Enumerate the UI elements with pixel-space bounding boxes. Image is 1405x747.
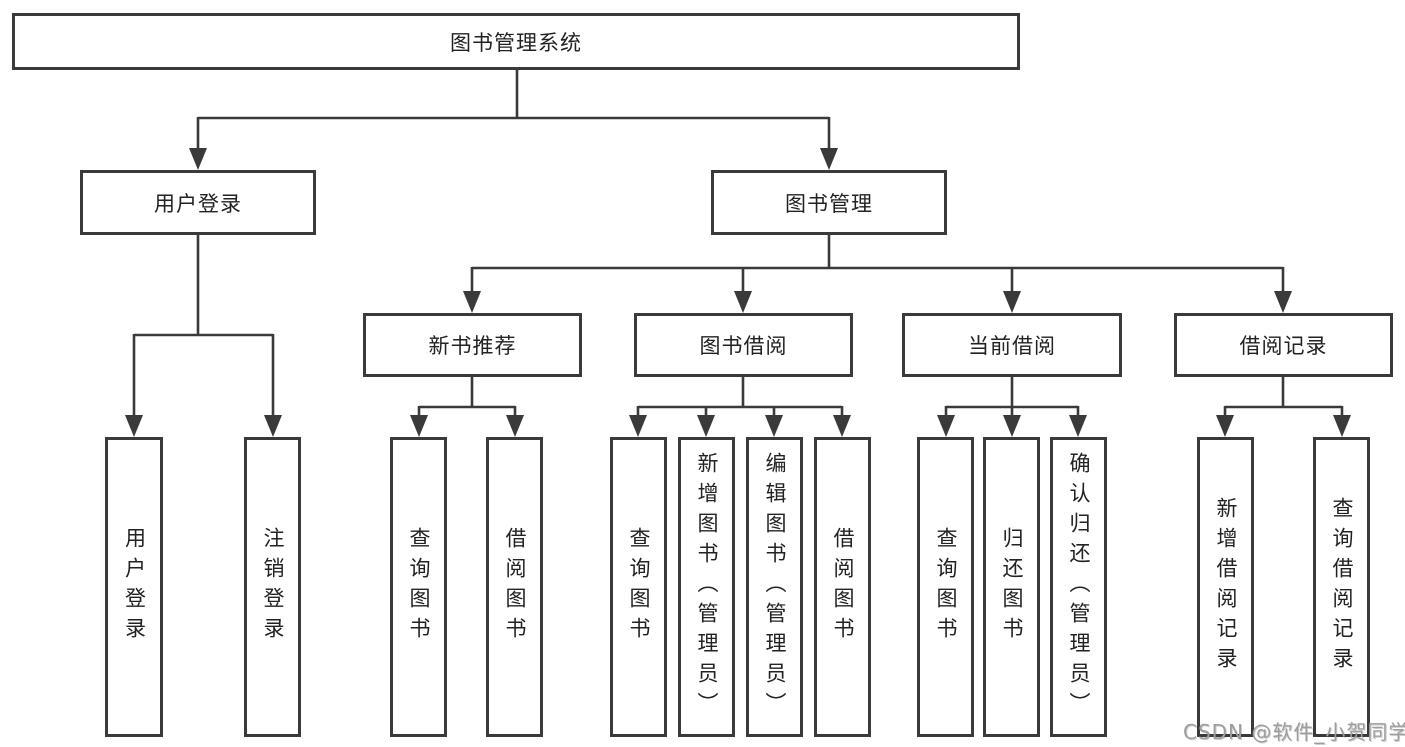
node-library-system: 图书管理系统 [12,13,1020,70]
node-add-borrow-record-label: 新增借阅记录 [1214,497,1238,677]
node-edit-book-admin-label: 编辑图书（管理员） [763,452,787,722]
node-borrow-books-recommend: 借阅图书 [486,437,543,737]
node-query-books-borrowing-label: 查询图书 [627,527,651,647]
node-query-books-recommend: 查询图书 [390,437,447,737]
node-borrowing-records: 借阅记录 [1174,313,1393,377]
node-current-borrowing-label: 当前借阅 [968,334,1056,358]
node-borrow-books-recommend-label: 借阅图书 [503,527,527,647]
node-logout-action-label: 注销登录 [261,527,285,647]
tree-edges [132,70,1344,420]
node-query-books-current-label: 查询图书 [934,527,958,647]
node-add-borrow-record: 新增借阅记录 [1197,437,1254,737]
node-new-book-recommend-label: 新书推荐 [428,334,517,358]
node-logout-action: 注销登录 [244,437,301,737]
node-borrowing-records-label: 借阅记录 [1239,334,1328,358]
node-new-book-recommend: 新书推荐 [363,313,582,377]
node-confirm-return-admin: 确认归还（管理员） [1050,437,1107,737]
node-query-books-borrowing: 查询图书 [610,437,667,737]
node-add-book-admin-label: 新增图书（管理员） [695,452,719,722]
node-borrow-books-action: 借阅图书 [814,437,871,737]
node-book-management-label: 图书管理 [785,191,873,216]
node-query-borrow-record-label: 查询借阅记录 [1330,497,1354,677]
node-user-login-action-label: 用户登录 [122,527,147,647]
node-library-system-label: 图书管理系统 [450,30,582,55]
node-query-borrow-record: 查询借阅记录 [1313,437,1370,737]
node-borrow-books-action-label: 借阅图书 [831,527,855,647]
node-user-login-action: 用户登录 [105,437,163,737]
node-query-books-recommend-label: 查询图书 [407,527,431,647]
arrowheads [125,148,1351,437]
watermark-csdn: CSDN @软件_小贺同学 [1183,720,1405,744]
node-query-books-current: 查询图书 [917,437,974,737]
node-return-books: 归还图书 [983,437,1040,737]
node-return-books-label: 归还图书 [1000,527,1024,647]
node-user-login-branch: 用户登录 [80,170,316,235]
node-add-book-admin: 新增图书（管理员） [678,437,735,737]
node-confirm-return-admin-label: 确认归还（管理员） [1067,452,1091,722]
node-book-borrowing: 图书借阅 [634,313,853,377]
node-edit-book-admin: 编辑图书（管理员） [746,437,803,737]
node-user-login-branch-label: 用户登录 [154,191,242,216]
node-current-borrowing: 当前借阅 [902,313,1122,377]
node-book-borrowing-label: 图书借阅 [699,334,788,358]
node-book-management: 图书管理 [711,170,947,235]
